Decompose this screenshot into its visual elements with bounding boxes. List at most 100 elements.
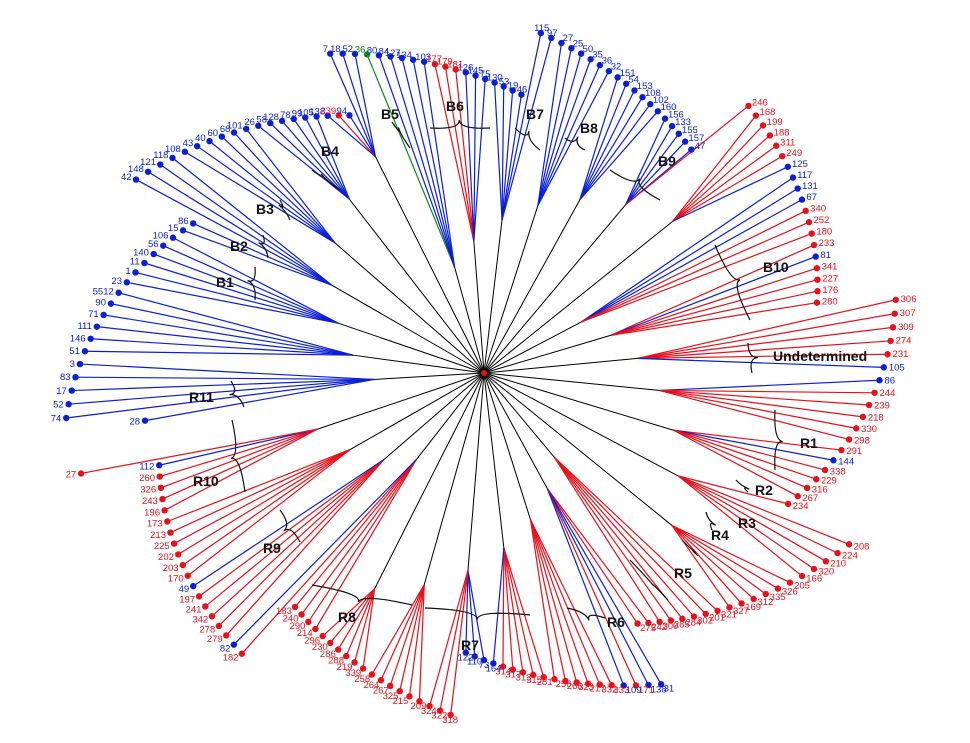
leaf-branch	[501, 86, 505, 221]
leaf-branch	[673, 429, 842, 451]
inner-branch	[468, 342, 485, 374]
leaf-label: 73	[479, 660, 490, 671]
leaf-node	[351, 659, 358, 666]
leaf-node	[786, 579, 794, 586]
leaf-node	[810, 241, 818, 249]
leaf-label: 234	[793, 501, 809, 512]
inner-branch	[375, 156, 470, 343]
leaf-branch	[637, 357, 884, 368]
leaf-label: 183	[276, 606, 292, 617]
clade-bracket	[247, 266, 256, 301]
leaf-label: 205	[794, 580, 810, 591]
leaf-label: 106	[153, 231, 169, 242]
clade-bracket	[566, 607, 606, 621]
leaf-branch	[530, 519, 601, 685]
leaf-label: 324	[421, 706, 437, 717]
leaf-node	[93, 323, 101, 330]
leaf-branch	[198, 458, 385, 597]
leaf-branch	[672, 155, 783, 222]
leaf-node	[812, 475, 820, 483]
leaf-branch	[221, 136, 336, 244]
leaf-label: 177	[426, 54, 442, 65]
leaf-node	[548, 34, 555, 42]
leaf-branch	[537, 59, 592, 206]
inner-branch	[473, 241, 481, 320]
leaf-branch	[610, 279, 818, 336]
leaf-node	[396, 687, 403, 695]
leaf-branch	[192, 458, 385, 587]
leaf-label: 339	[345, 668, 361, 679]
leaf-branch	[579, 103, 651, 201]
leaf-node	[668, 122, 676, 130]
leaf-label: 51	[69, 346, 80, 357]
leaf-node	[77, 470, 85, 477]
leaf-node	[714, 607, 721, 615]
leaf-node	[208, 613, 216, 620]
leaf-label: 290	[290, 621, 306, 632]
leaf-branch	[304, 117, 350, 200]
leaf-branch	[301, 459, 417, 615]
leaf-label: 326	[782, 587, 798, 598]
leaf-node	[568, 44, 575, 52]
leaf-branch	[673, 429, 817, 480]
leaf-label: 52	[53, 400, 64, 411]
leaf-label: 309	[898, 322, 914, 333]
leaf-branch	[579, 96, 644, 201]
leaf-node	[179, 227, 187, 234]
leaf-label: 209	[411, 701, 427, 712]
inner-branch	[483, 369, 518, 374]
leaf-branch	[354, 53, 377, 157]
leaf-branch	[465, 72, 475, 242]
leaf-label: 164	[486, 663, 502, 674]
leaf-label: 122	[458, 653, 474, 664]
leaf-label: 134	[396, 50, 412, 61]
leaf-branch	[316, 116, 350, 200]
leaf-node	[472, 72, 479, 79]
leaf-label: 60	[208, 128, 219, 139]
leaf-node	[822, 558, 830, 565]
leaf-branch	[579, 110, 659, 201]
leaf-branch	[553, 457, 661, 623]
leaf-branch	[68, 378, 375, 405]
leaf-node	[656, 618, 663, 626]
inner-branch	[483, 338, 527, 374]
leaf-branch	[581, 210, 806, 323]
leaf-label: 52	[343, 44, 354, 55]
leaf-node	[884, 351, 891, 358]
leaf-label: 125	[792, 159, 808, 170]
leaf-node	[892, 296, 899, 304]
leaf-node	[406, 693, 413, 700]
clade-bracket	[278, 199, 291, 221]
leaf-label: 313	[516, 672, 532, 683]
leaf-branch	[537, 64, 601, 206]
leaf-branch	[625, 125, 673, 205]
leaf-node	[584, 680, 592, 687]
leaf-label: 306	[901, 294, 917, 305]
leaf-branch	[192, 222, 332, 286]
leaf-label: 99	[292, 108, 303, 119]
leaf-label: 231	[893, 349, 909, 360]
leaf-branch	[579, 83, 627, 200]
leaf-branch	[362, 588, 376, 669]
leaf-branch	[187, 448, 351, 577]
leaf-label: 215	[392, 696, 408, 707]
leaf-branch	[678, 475, 838, 554]
leaf-branch	[671, 524, 755, 600]
leaf-label: 25	[573, 38, 584, 49]
leaf-label: 17	[56, 386, 67, 397]
leaf-node	[889, 324, 897, 331]
leaf-label: 217	[590, 683, 606, 694]
leaf-node	[830, 457, 837, 464]
leaf-node	[107, 300, 115, 307]
leaf-node	[509, 87, 516, 94]
inner-branch	[474, 372, 485, 406]
leaf-label: 108	[165, 144, 181, 155]
leaf-branch	[177, 448, 351, 555]
leaf-node	[682, 138, 689, 145]
leaf-node	[605, 67, 613, 75]
leaf-label: 42	[121, 172, 132, 183]
leaf-node	[808, 230, 815, 237]
leaf-label: 138	[309, 106, 325, 117]
leaf-branch	[672, 124, 764, 222]
inner-branch	[374, 412, 465, 590]
